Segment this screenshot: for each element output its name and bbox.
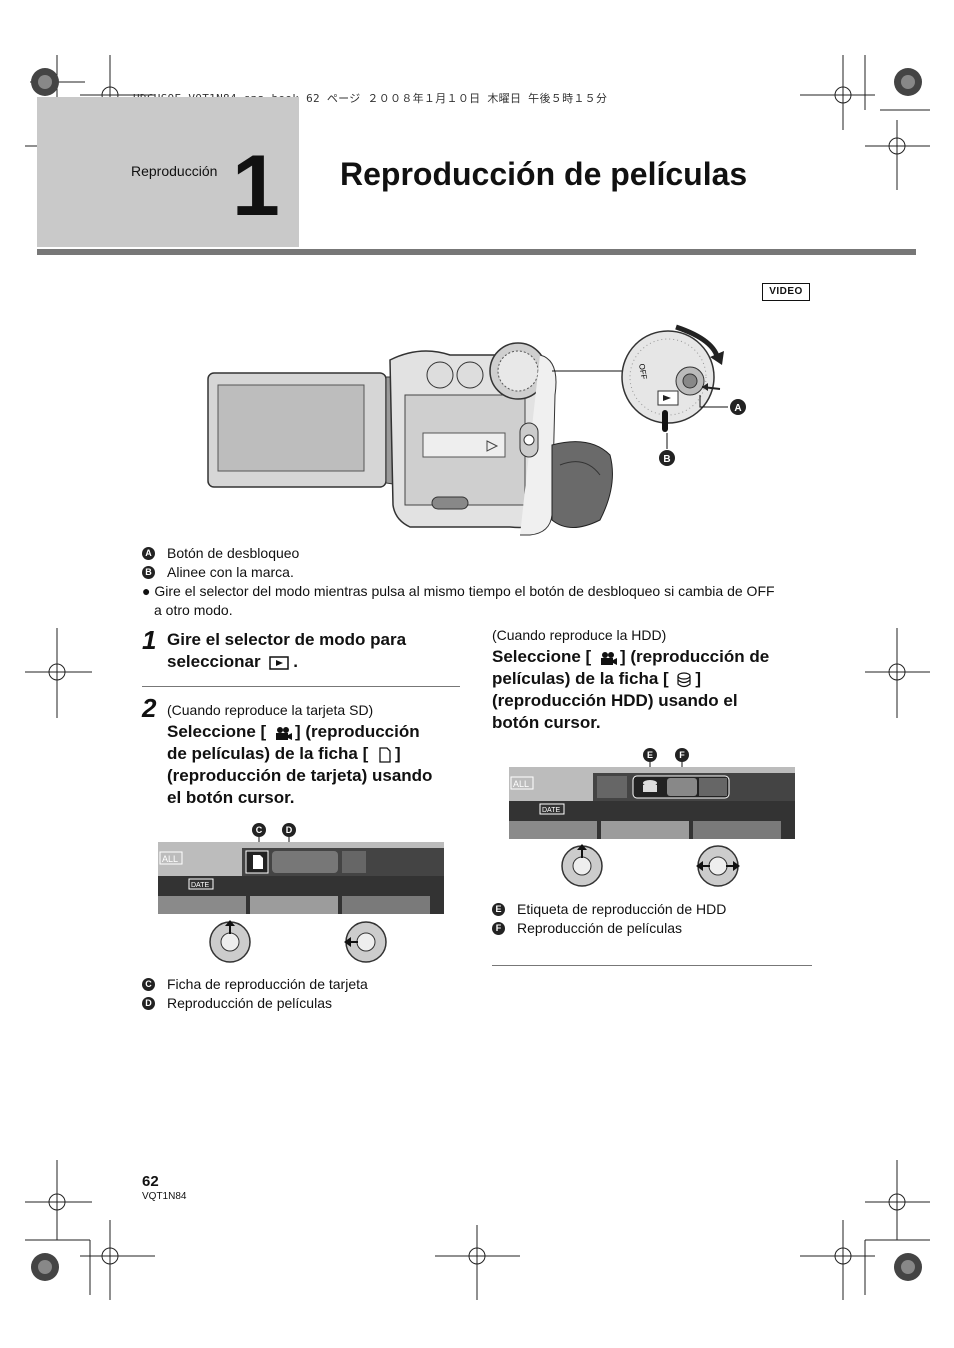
step3-text: Seleccione [ ] (reproducción de película… — [492, 647, 770, 732]
step3-context: (Cuando reproduce la HDD) — [492, 627, 667, 643]
svg-text:DATE: DATE — [542, 807, 560, 814]
step-number: 1 — [142, 625, 157, 655]
cursor-button-left-right — [696, 845, 740, 887]
hdd-icon — [677, 671, 692, 687]
svg-text:F: F — [679, 750, 685, 760]
sd-screen: C D ALL DATE — [158, 823, 444, 914]
svg-text:DATE: DATE — [191, 882, 209, 889]
movie-icon — [600, 651, 617, 665]
svg-text:ALL: ALL — [162, 854, 178, 864]
page-number: 62 — [142, 1173, 159, 1190]
title-rule — [37, 249, 916, 255]
svg-text:E: E — [647, 750, 653, 760]
divider — [142, 686, 460, 687]
sd-card-icon — [379, 746, 391, 763]
cursor-button-left — [344, 921, 387, 963]
svg-text:D: D — [286, 825, 293, 835]
chapter-box — [37, 97, 299, 247]
cursor-button-up — [209, 920, 251, 963]
step2-text: Seleccione [ ] (reproducción de película… — [167, 722, 433, 807]
svg-text:B: B — [663, 454, 670, 465]
chapter-number: 1 — [232, 138, 280, 234]
step1-text: Gire el selector de modo para selecciona… — [167, 630, 407, 671]
play-mode-icon — [269, 655, 290, 670]
doc-code: VQT1N84 — [142, 1191, 187, 1202]
svg-text:C: C — [256, 825, 263, 835]
dial-off-label: OFF — [637, 363, 649, 380]
step2-context: (Cuando reproduce la tarjeta SD) — [167, 702, 374, 718]
camera-illustration: OFF A B — [207, 324, 746, 536]
step-number: 2 — [142, 693, 157, 723]
divider — [492, 965, 812, 966]
svg-text:A: A — [734, 403, 741, 414]
hdd-screen: E F ALL DATE — [509, 748, 795, 839]
cursor-button-up — [561, 844, 603, 887]
bullet-note: ● Gire el selector del modo mientras pul… — [142, 583, 775, 618]
section-label: Reproducción — [131, 163, 218, 179]
page-title: Reproducción de películas — [340, 156, 748, 192]
svg-text:ALL: ALL — [513, 779, 529, 789]
video-badge: VIDEO — [762, 283, 810, 301]
movie-icon — [275, 726, 292, 740]
